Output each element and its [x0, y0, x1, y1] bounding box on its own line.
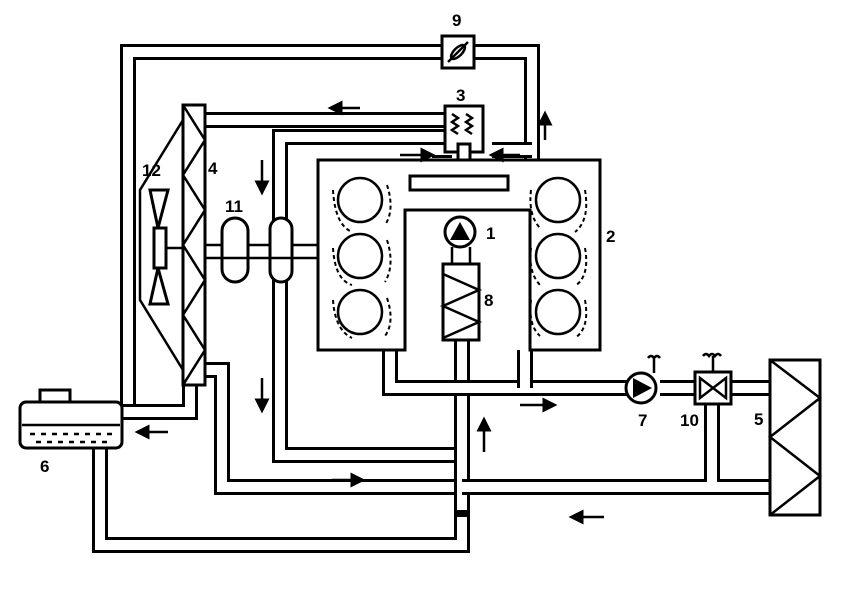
oil-cooler [439, 247, 483, 342]
auxiliary-pump [624, 354, 661, 405]
water-pump [443, 215, 477, 249]
label-12: 12 [142, 161, 161, 180]
label-10: 10 [680, 411, 699, 430]
radiator [181, 103, 207, 387]
flow-arrows [134, 100, 604, 525]
label-9: 9 [452, 11, 461, 30]
cylinder-bank-left [332, 176, 392, 339]
label-2: 2 [606, 227, 615, 246]
thermostat [443, 104, 485, 162]
engine-block [316, 158, 602, 352]
pipe-network [92, 44, 770, 553]
component-labels: 1 2 3 4 5 6 7 8 9 10 11 12 [40, 11, 763, 476]
label-1: 1 [486, 224, 495, 243]
cylinder-bank-right [529, 176, 588, 339]
label-8: 8 [484, 291, 493, 310]
pipe-heater-return [454, 387, 770, 517]
label-3: 3 [456, 86, 465, 105]
label-7: 7 [638, 411, 647, 430]
label-11: 11 [225, 197, 243, 216]
label-4: 4 [208, 159, 218, 178]
label-5: 5 [754, 410, 763, 429]
cooling-fan [138, 119, 185, 371]
expansion-tank [18, 388, 124, 450]
label-6: 6 [40, 457, 49, 476]
bypass-valve [440, 34, 476, 70]
heater-core [767, 358, 823, 517]
heater-valve [693, 352, 733, 406]
pulley-assembly [205, 216, 318, 284]
